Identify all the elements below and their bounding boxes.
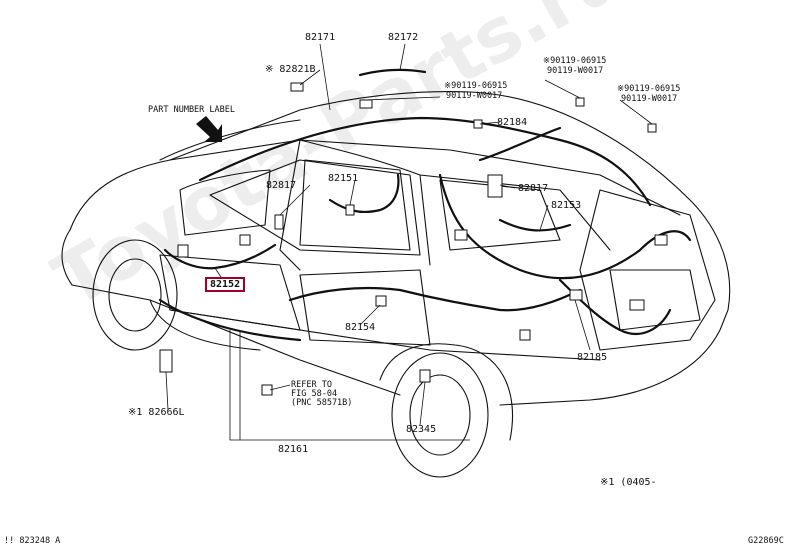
refer-line-3: (PNC 58571B) <box>291 398 353 408</box>
harness-82154 <box>288 286 582 312</box>
part-82153: 82153 <box>551 200 582 211</box>
part-82821b: ※ 82821B <box>265 64 316 75</box>
refer-line-1: REFER TO <box>291 380 332 390</box>
footer-right-code: G22869C <box>748 536 784 546</box>
part-82152-highlighted[interactable]: 82152 <box>205 277 246 292</box>
bolt-c-1: ※90119-06915 <box>617 84 681 94</box>
part-82171: 82171 <box>305 32 336 43</box>
harness-82151 <box>328 173 400 214</box>
callout-part-number-label: PART NUMBER LABEL <box>148 105 235 115</box>
part-82817-left: 82817 <box>266 180 297 191</box>
bolt-a-2: 90119-W0017 <box>446 91 503 101</box>
part-82154: 82154 <box>345 322 376 333</box>
harness-82184 <box>438 173 692 280</box>
bolt-c-2: 90119-W0017 <box>621 94 678 104</box>
harness-roof <box>198 116 652 207</box>
refer-line-2: FIG 58-04 <box>291 389 338 399</box>
part-82161: 82161 <box>278 444 309 455</box>
part-82184: 82184 <box>497 117 528 128</box>
bolt-b-1: ※90119-06915 <box>543 56 607 66</box>
bolt-b-2: 90119-W0017 <box>547 66 604 76</box>
part-82172: 82172 <box>388 32 419 43</box>
harness-82172 <box>358 68 427 77</box>
footer-left-code: !! 823248 A <box>4 536 61 546</box>
part-82345: 82345 <box>406 424 437 435</box>
arrow-icon <box>196 116 222 142</box>
part-82666l: ※1 82666L <box>128 407 185 418</box>
part-82817-right: 82817 <box>518 183 549 194</box>
footnote: ※1 (0405- <box>600 477 657 488</box>
harness-82153 <box>498 218 572 232</box>
part-82151: 82151 <box>328 173 359 184</box>
part-82185: 82185 <box>577 352 608 363</box>
bolt-a-1: ※90119-06915 <box>444 81 508 91</box>
